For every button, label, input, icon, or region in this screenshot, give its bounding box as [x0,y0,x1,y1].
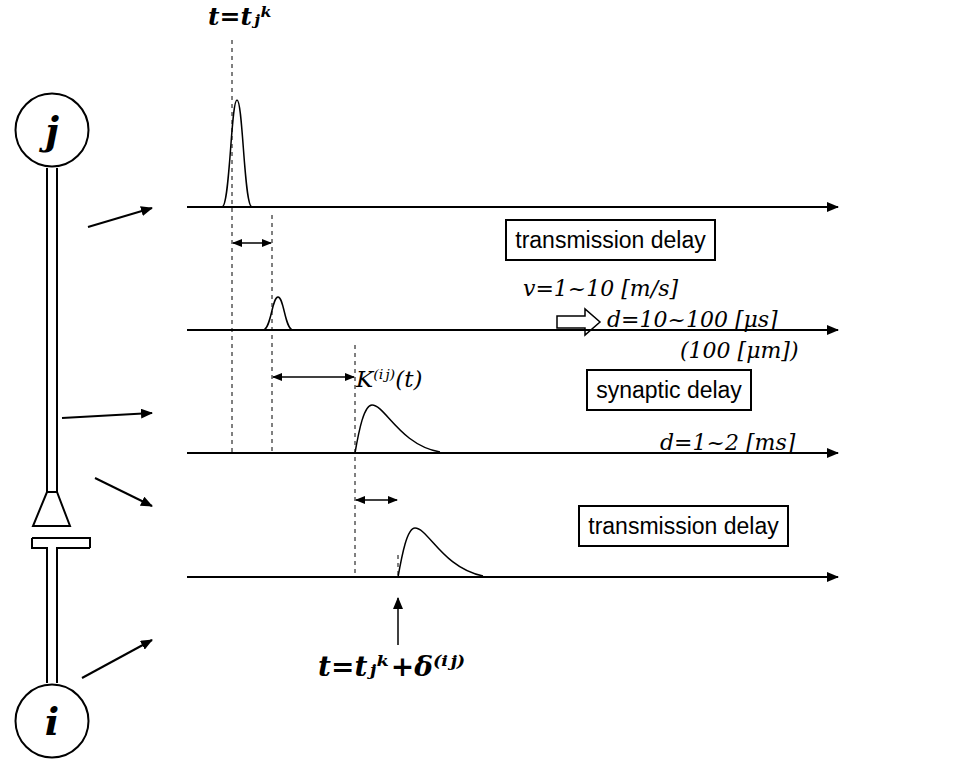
delay-box: transmission delay [505,219,716,261]
pointer-arrows [62,208,152,678]
annotation-text: t=tⱼᵏ+δ⁽ⁱʲ⁾ [318,650,465,683]
annotation-text: (100 [μm]) [680,338,798,363]
implies-arrow [557,309,600,335]
delay-box: synaptic delay [586,369,752,411]
neuron-body [32,168,90,683]
delay-arrows [233,243,398,645]
neuron-soma: j [14,92,90,168]
annotation-text: t=tⱼᵏ [208,2,273,31]
neuron-label: i [45,699,59,744]
annotation-text: d=1~2 [ms] [660,430,795,455]
box-label: synaptic delay [596,377,742,404]
annotation-text: K⁽ⁱʲ⁾(t) [356,366,422,392]
neuron-soma: i [14,683,90,759]
neuron-label: j [45,108,59,153]
annotation-text: v=1~10 [m/s] [523,276,678,301]
annotation-text: d=10~100 [μs] [607,307,778,332]
time-markers [232,40,398,577]
delay-box: transmission delay [578,505,789,547]
signal-traces [187,100,483,577]
time-axes [187,207,838,577]
box-label: transmission delay [588,513,778,540]
box-label: transmission delay [515,227,705,254]
